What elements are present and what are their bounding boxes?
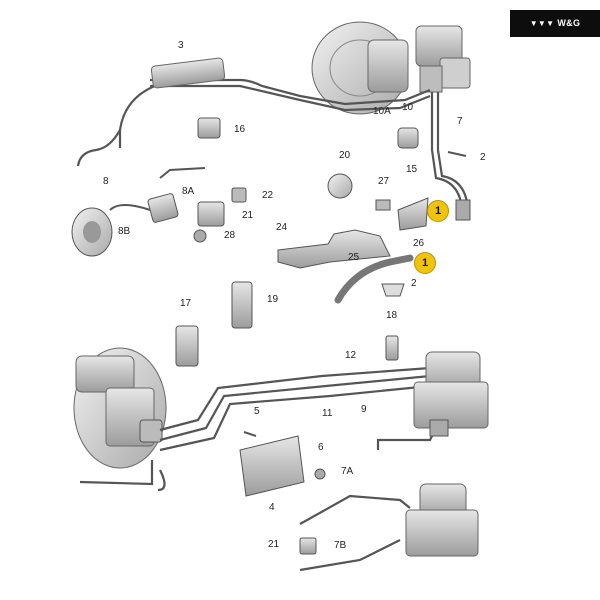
part-4-bracket bbox=[239, 431, 326, 497]
label-3: 3 bbox=[178, 40, 184, 51]
label-17: 17 bbox=[180, 298, 192, 309]
label-18: 18 bbox=[386, 310, 398, 321]
label-8b: 8B bbox=[118, 226, 131, 237]
part-16-clip bbox=[197, 117, 221, 139]
label-5: 5 bbox=[254, 406, 260, 417]
label-25: 25 bbox=[348, 252, 360, 263]
parts-middle-column bbox=[175, 281, 399, 367]
part-3-hose bbox=[150, 57, 226, 89]
label-8a: 8A bbox=[182, 186, 195, 197]
label-16: 16 bbox=[234, 124, 246, 135]
label-11: 11 bbox=[322, 408, 333, 419]
label-7a: 7A bbox=[341, 466, 354, 477]
label-10a: 10A bbox=[373, 106, 391, 117]
label-7b: 7B bbox=[334, 540, 347, 551]
label-2-upper: 2 bbox=[480, 152, 486, 163]
label-19: 19 bbox=[267, 294, 279, 305]
part-8a-valve bbox=[71, 167, 247, 257]
brand-logo: ▼▼▼W&G bbox=[510, 10, 600, 37]
abs-unit-lower bbox=[413, 351, 489, 437]
label-28: 28 bbox=[224, 230, 236, 241]
label-2-lower: 2 bbox=[411, 278, 417, 289]
pipes-lower bbox=[79, 366, 441, 572]
label-27: 27 bbox=[378, 176, 390, 187]
master-cylinder-lower bbox=[73, 347, 167, 469]
callout-1-lower: 1 bbox=[414, 252, 436, 274]
label-7: 7 bbox=[457, 116, 463, 127]
label-22: 22 bbox=[262, 190, 274, 201]
label-21-lower: 21 bbox=[268, 539, 280, 550]
label-15: 15 bbox=[406, 164, 418, 175]
label-26: 26 bbox=[413, 238, 425, 249]
logo-text: W&G bbox=[557, 18, 581, 28]
label-6: 6 bbox=[318, 442, 324, 453]
logo-mark-icon: ▼▼▼ bbox=[529, 19, 555, 28]
label-24: 24 bbox=[276, 222, 288, 233]
label-21-upper: 21 bbox=[242, 210, 254, 221]
label-12: 12 bbox=[345, 350, 357, 361]
parts-right-cluster bbox=[277, 127, 471, 304]
label-4: 4 bbox=[269, 502, 275, 513]
abs-unit-bottom bbox=[299, 483, 479, 557]
label-8: 8 bbox=[103, 176, 109, 187]
callout-1-upper: 1 bbox=[427, 200, 449, 222]
label-10: 10 bbox=[402, 102, 414, 113]
label-20: 20 bbox=[339, 150, 351, 161]
label-9: 9 bbox=[361, 404, 367, 415]
brake-booster-top bbox=[311, 21, 471, 115]
